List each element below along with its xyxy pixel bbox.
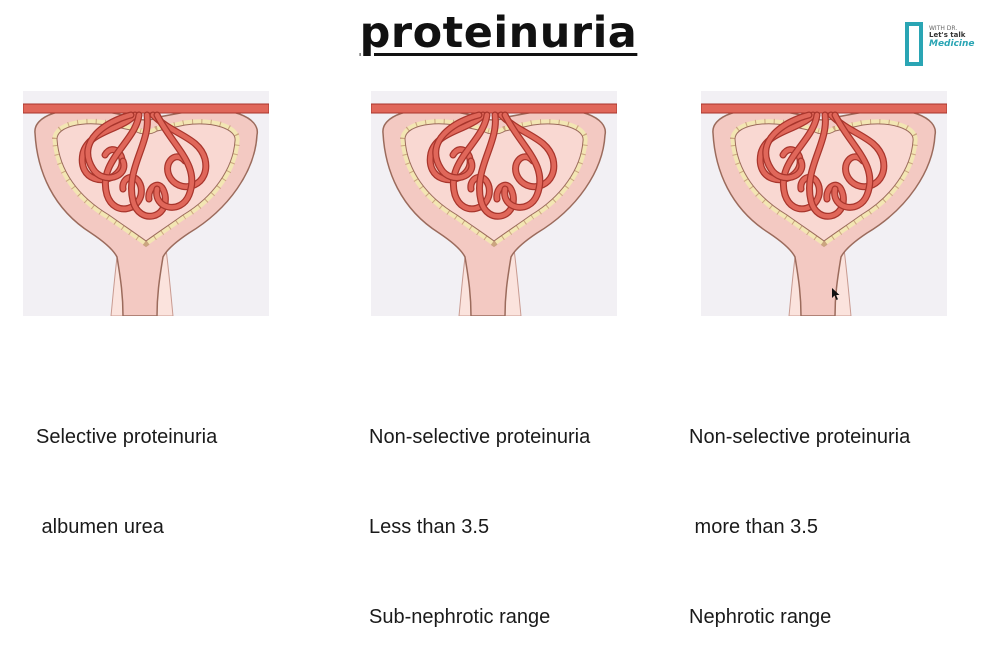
capillary-loop	[498, 112, 557, 189]
caption-line: Sub-nephrotic range	[369, 606, 551, 628]
capillary-loop	[828, 112, 887, 189]
capillary-loop	[154, 112, 195, 210]
glomerulus-illustration-2	[371, 91, 617, 316]
caption-non-selective-sub-nephrotic: Non-selective proteinuria Less than 3.5 …	[369, 362, 590, 662]
capillary-loop	[150, 112, 209, 189]
bowman-space	[734, 123, 914, 242]
bowman-space	[404, 123, 584, 242]
glomerulus-svg	[23, 91, 269, 316]
glomerulus-svg	[701, 91, 947, 316]
capillary-loop	[433, 112, 482, 180]
glomerulus-svg	[371, 91, 617, 316]
logo-line-3: Medicine	[929, 38, 975, 49]
capillary-loop	[807, 112, 846, 219]
capillary-loop	[763, 112, 812, 180]
caption-line: more than 3.5	[689, 516, 818, 538]
caption-line: albumen urea	[36, 516, 164, 538]
caption-line: Non-selective proteinuria	[689, 426, 911, 448]
capillary-loop	[502, 112, 543, 210]
page-title: proteinuria	[359, 8, 638, 58]
capillary-loop	[832, 112, 873, 210]
mouse-cursor-icon	[832, 288, 840, 300]
caption-line: Nephrotic range	[689, 606, 832, 628]
logo-line-2: Let's talk	[929, 31, 966, 40]
bowman-space	[56, 123, 236, 242]
channel-logo: WITH DR. Let's talk Medicine	[903, 20, 987, 72]
caption-line: Less than 3.5	[369, 516, 490, 538]
caption-line: Selective proteinuria	[36, 426, 218, 448]
glomerulus-illustration-3	[701, 91, 947, 316]
capillary-loop	[85, 112, 134, 180]
logo-book-icon	[905, 22, 923, 66]
caption-non-selective-nephrotic: Non-selective proteinuria more than 3.5 …	[689, 362, 910, 662]
capillary-loop	[129, 112, 168, 219]
capillary-loop	[477, 112, 516, 219]
caption-line: Non-selective proteinuria	[369, 426, 591, 448]
glomerulus-illustration-1	[23, 91, 269, 316]
logo-line-1: WITH DR.	[929, 25, 958, 32]
caption-selective: Selective proteinuria albumen urea	[36, 362, 217, 572]
